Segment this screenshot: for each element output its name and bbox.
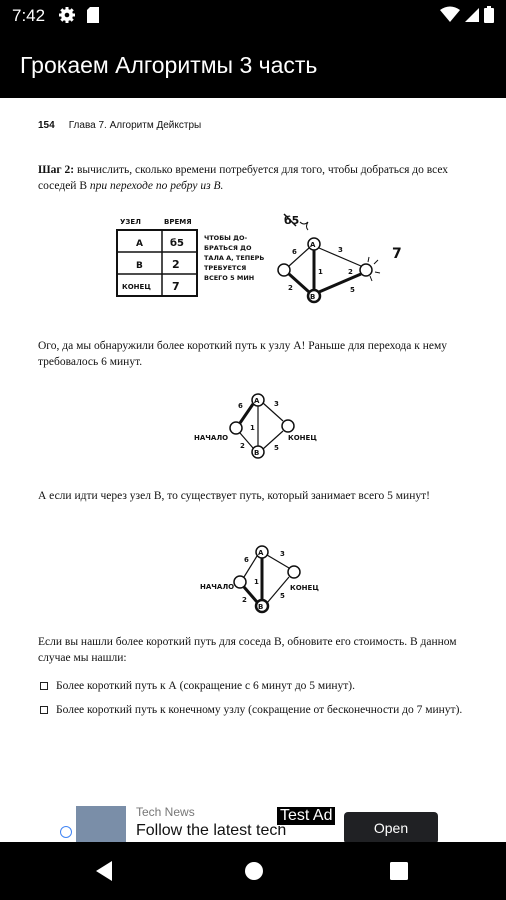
ad-source: Tech News — [136, 805, 195, 819]
back-icon[interactable] — [94, 860, 114, 887]
signal-icon — [464, 6, 480, 29]
figure-note-line: ЧТОБЫ ДО- — [204, 234, 247, 242]
status-time: 7:42 — [12, 6, 46, 25]
ad-banner[interactable]: Tech News Follow the latest tech Test Ad… — [56, 802, 450, 842]
end-label: КОНЕЦ — [288, 434, 317, 442]
ad-open-button[interactable]: Open — [344, 812, 438, 842]
edge-label: 3 — [274, 400, 279, 408]
step-text: вычислить, сколько времени потребуется д… — [38, 164, 449, 192]
navigation-bar — [0, 842, 506, 900]
end-label: КОНЕЦ — [290, 584, 319, 592]
end-value: 7 — [392, 246, 402, 262]
node-a-label: А — [310, 241, 316, 249]
recents-icon[interactable] — [390, 862, 408, 885]
checkbox-bullet-icon — [40, 682, 48, 690]
gear-icon — [58, 6, 76, 29]
home-icon[interactable] — [244, 861, 264, 886]
figure-note-line: ТАЛА А, ТЕПЕРЬ — [204, 254, 264, 262]
wifi-icon — [440, 6, 460, 29]
paragraph-via-b: А если идти через узел В, то существует … — [38, 490, 430, 502]
figure-graph-2: А В НАЧАЛО КОНЕЦ 6 3 1 2 5 — [194, 393, 317, 459]
chapter-title: Глава 7. Алгоритм Дейкстры — [68, 120, 202, 131]
table-header-time: ВРЕМЯ — [164, 218, 192, 226]
table-row-time: 7 — [172, 280, 180, 293]
edge-label: 6 — [244, 556, 249, 564]
edge-label: 2 — [348, 268, 353, 276]
ad-test-label: Test Ad — [276, 806, 337, 826]
edge-label: 5 — [274, 444, 279, 452]
node-a-label: А — [254, 397, 260, 405]
edge-label: 6 — [292, 248, 297, 256]
node-b-label: В — [310, 293, 315, 301]
paragraph-shorter-path: Ого, да мы обнаружили более короткий пут… — [38, 340, 447, 368]
ad-headline[interactable]: Follow the latest tech — [136, 822, 287, 839]
step-label: Шаг 2: — [38, 164, 75, 176]
ad-thumbnail[interactable] — [76, 806, 126, 842]
table-row-time: б5 — [170, 237, 184, 249]
edge-label: 5 — [280, 592, 285, 600]
checkbox-bullet-icon — [40, 706, 48, 714]
node-b-label: В — [258, 603, 263, 611]
edge-label: 5 — [350, 286, 355, 294]
battery-icon — [484, 6, 494, 29]
table-header-node: УЗЕЛ — [120, 218, 141, 226]
start-label: НАЧАЛО — [200, 583, 234, 591]
status-bar: 7:42 — [0, 0, 506, 32]
edge-label: 1 — [250, 424, 255, 432]
node-b-label: В — [254, 449, 259, 457]
edge-label: 3 — [280, 550, 285, 558]
table-row-node: А — [136, 239, 143, 249]
paragraph-update-cost: Если вы нашли более короткий путь для со… — [38, 636, 457, 664]
running-header: 154 Глава 7. Алгоритм Дейкстры — [38, 120, 201, 131]
start-label: НАЧАЛО — [194, 434, 228, 442]
figure-graph-3: А В НАЧАЛО КОНЕЦ 6 3 1 2 5 — [200, 545, 319, 614]
list-item: Более короткий путь к конечному узлу (со… — [38, 702, 470, 718]
book-page[interactable]: 154 Глава 7. Алгоритм Дейкстры Шаг 2: выч… — [0, 98, 506, 842]
edge-label: 3 — [338, 246, 343, 254]
table-row-node: В — [136, 261, 143, 271]
node-a-label: А — [258, 549, 264, 557]
edge-label: 1 — [254, 578, 259, 586]
page-number: 154 — [38, 120, 55, 131]
app-title: Грокаем Алгоритмы 3 часть — [20, 52, 318, 78]
figure-note-line: БРАТЬСЯ ДО — [204, 244, 252, 252]
figure-note-line: ТРЕБУЕТСЯ — [204, 264, 246, 272]
step-paragraph: Шаг 2: вычислить, сколько времени потреб… — [38, 162, 470, 194]
table-row-time: 2 — [172, 258, 180, 271]
edge-label: 2 — [242, 596, 247, 604]
table-row-node: КОНЕЦ — [122, 283, 151, 291]
edge-label: 2 — [288, 284, 293, 292]
figure-table-graph: УЗЕЛ ВРЕМЯ А б5 В 2 КОНЕЦ 7 ЧТОБЫ ДО- БР… — [116, 213, 402, 304]
figure-note-line: ВСЕГО 5 МИН — [204, 274, 254, 282]
step-italic: при переходе по ребру из В. — [89, 180, 224, 192]
sd-card-icon — [86, 6, 100, 29]
list-item: Более короткий путь к А (сокращение с 6 … — [38, 678, 470, 694]
edge-label: 1 — [318, 268, 323, 276]
edge-label: 2 — [240, 442, 245, 450]
app-bar: Грокаем Алгоритмы 3 часть — [0, 32, 506, 98]
edge-label: 6 — [238, 402, 243, 410]
ad-info-icon[interactable] — [60, 826, 72, 838]
